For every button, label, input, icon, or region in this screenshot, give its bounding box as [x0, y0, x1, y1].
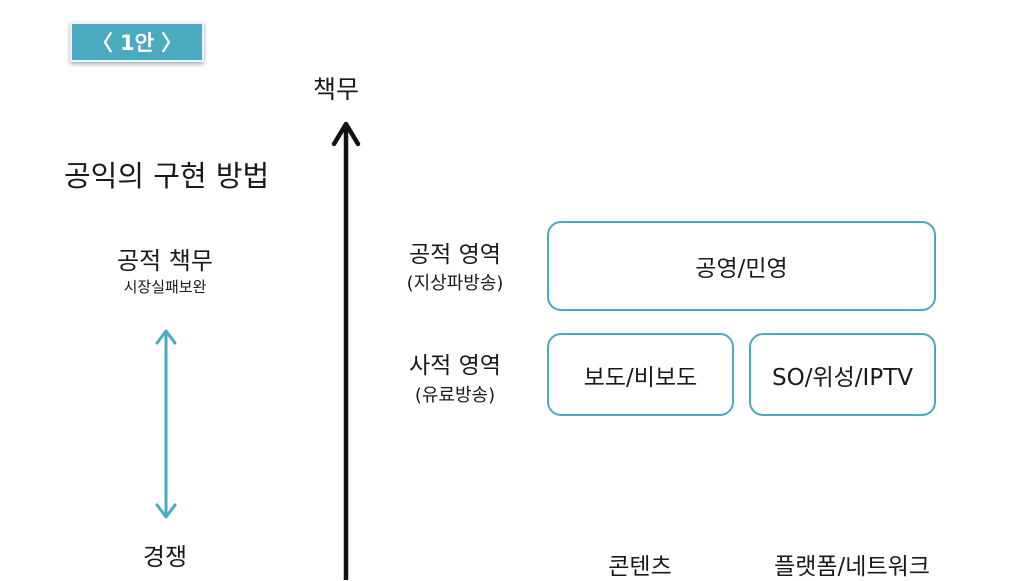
version-badge: 〈 1안 〉 — [70, 22, 204, 62]
column-label-content: 콘텐츠 — [608, 554, 672, 580]
scale-double-arrow-top-head — [155, 329, 177, 345]
row-label-public: 공적 영역 — [409, 242, 501, 268]
row-sublabel-public: (지상파방송) — [406, 273, 504, 294]
scale-top-sublabel: 시장실패보완 — [123, 278, 207, 296]
vertical-axis-label: 책무 — [313, 75, 360, 104]
vertical-axis-arrow-head — [331, 121, 361, 147]
private-content-box-label: 보도/비보도 — [583, 364, 698, 391]
row-sublabel-private: (유료방송) — [414, 385, 496, 406]
scale-top-label: 공적 책무 — [117, 247, 213, 275]
scale-double-arrow-bottom-head — [155, 503, 177, 519]
public-broadcast-box-label: 공영/민영 — [695, 256, 788, 282]
row-label-private: 사적 영역 — [409, 353, 501, 379]
column-label-platform: 플랫폼/네트워크 — [774, 554, 930, 580]
private-platform-box-label: SO/위성/IPTV — [772, 364, 913, 391]
scale-bottom-label: 경쟁 — [142, 543, 188, 571]
diagram-title: 공익의 구현 방법 — [64, 159, 270, 193]
private-platform-box: SO/위성/IPTV — [749, 333, 936, 416]
private-content-box: 보도/비보도 — [547, 333, 734, 416]
public-broadcast-box: 공영/민영 — [547, 221, 936, 311]
